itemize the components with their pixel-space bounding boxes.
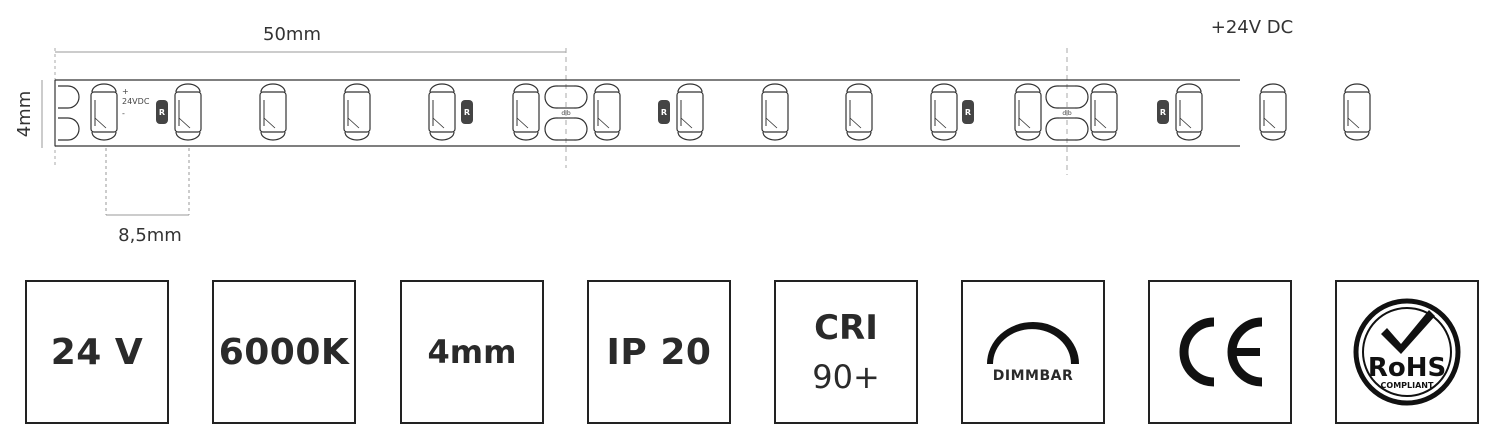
strip-outline [54,79,1240,147]
polarity-plus: + [122,87,129,96]
strip-width-label: 4mm [14,91,35,138]
voltage-label: +24V DC [1211,17,1293,38]
color-temp-badge: 6000K [212,280,356,424]
resistor: R [461,100,473,124]
led-chip [428,83,456,141]
color-temp-value: 6000K [218,331,350,373]
dimmable-badge: DIMMBAR [961,280,1105,424]
cri-badge: CRI 90+ [774,280,918,424]
led-chip [845,83,873,141]
led-chip [1090,83,1118,141]
led-strip-diagram: 50mm +24V DC 4mm 8,5mm + 24VDC - R R R R R d… [14,17,1371,246]
led-chip [1259,83,1287,141]
resistor: R [658,100,670,124]
svg-text:dlb: dlb [561,110,570,117]
cri-title: CRI [814,308,878,348]
cut-pad: dlb [1045,85,1089,141]
led-chip [1014,83,1042,141]
ip-rating-value: IP 20 [606,331,712,373]
svg-text:R: R [464,108,470,117]
led-chip [930,83,958,141]
resistor: R [1157,100,1169,124]
svg-text:R: R [965,108,971,117]
led-chip [343,83,371,141]
dimmable-label: DIMMBAR [992,368,1074,384]
cut-pads: dlb dlb [544,85,1089,141]
led-chip [174,83,202,141]
ce-badge [1148,280,1292,424]
led-pitch-label: 8,5mm [118,225,182,246]
ce-mark-icon [1179,317,1263,387]
resistor: R [962,100,974,124]
led-chip [259,83,287,141]
led-chips [90,83,1371,141]
solder-pads [58,85,80,141]
width-value: 4mm [427,333,517,371]
svg-text:R: R [661,108,667,117]
rohs-check-icon: RoHS COMPLIANT [1353,298,1461,406]
svg-text:R: R [159,108,165,117]
ip-rating-badge: IP 20 [587,280,731,424]
led-chip [90,83,118,141]
dimmable-icon [987,322,1079,364]
polarity-minus: - [122,109,125,118]
voltage-badge: 24 V [25,280,169,424]
rohs-sub-label: COMPLIANT [1381,381,1434,390]
rohs-badge: RoHS COMPLIANT [1335,280,1479,424]
section-length-label: 50mm [263,24,321,45]
led-chip [512,83,540,141]
led-chip [676,83,704,141]
svg-text:dlb: dlb [1062,110,1071,117]
voltage-value: 24 V [50,331,144,373]
svg-text:R: R [1160,108,1166,117]
cri-value: 90+ [812,358,880,396]
rohs-label: RoHS [1368,353,1446,383]
cut-pad: dlb [544,85,588,141]
led-chip [761,83,789,141]
led-chip [593,83,621,141]
polarity-text: 24VDC [122,97,150,106]
width-badge: 4mm [400,280,544,424]
led-chip [1343,83,1371,141]
led-chip [1175,83,1203,141]
resistor: R [156,100,168,124]
